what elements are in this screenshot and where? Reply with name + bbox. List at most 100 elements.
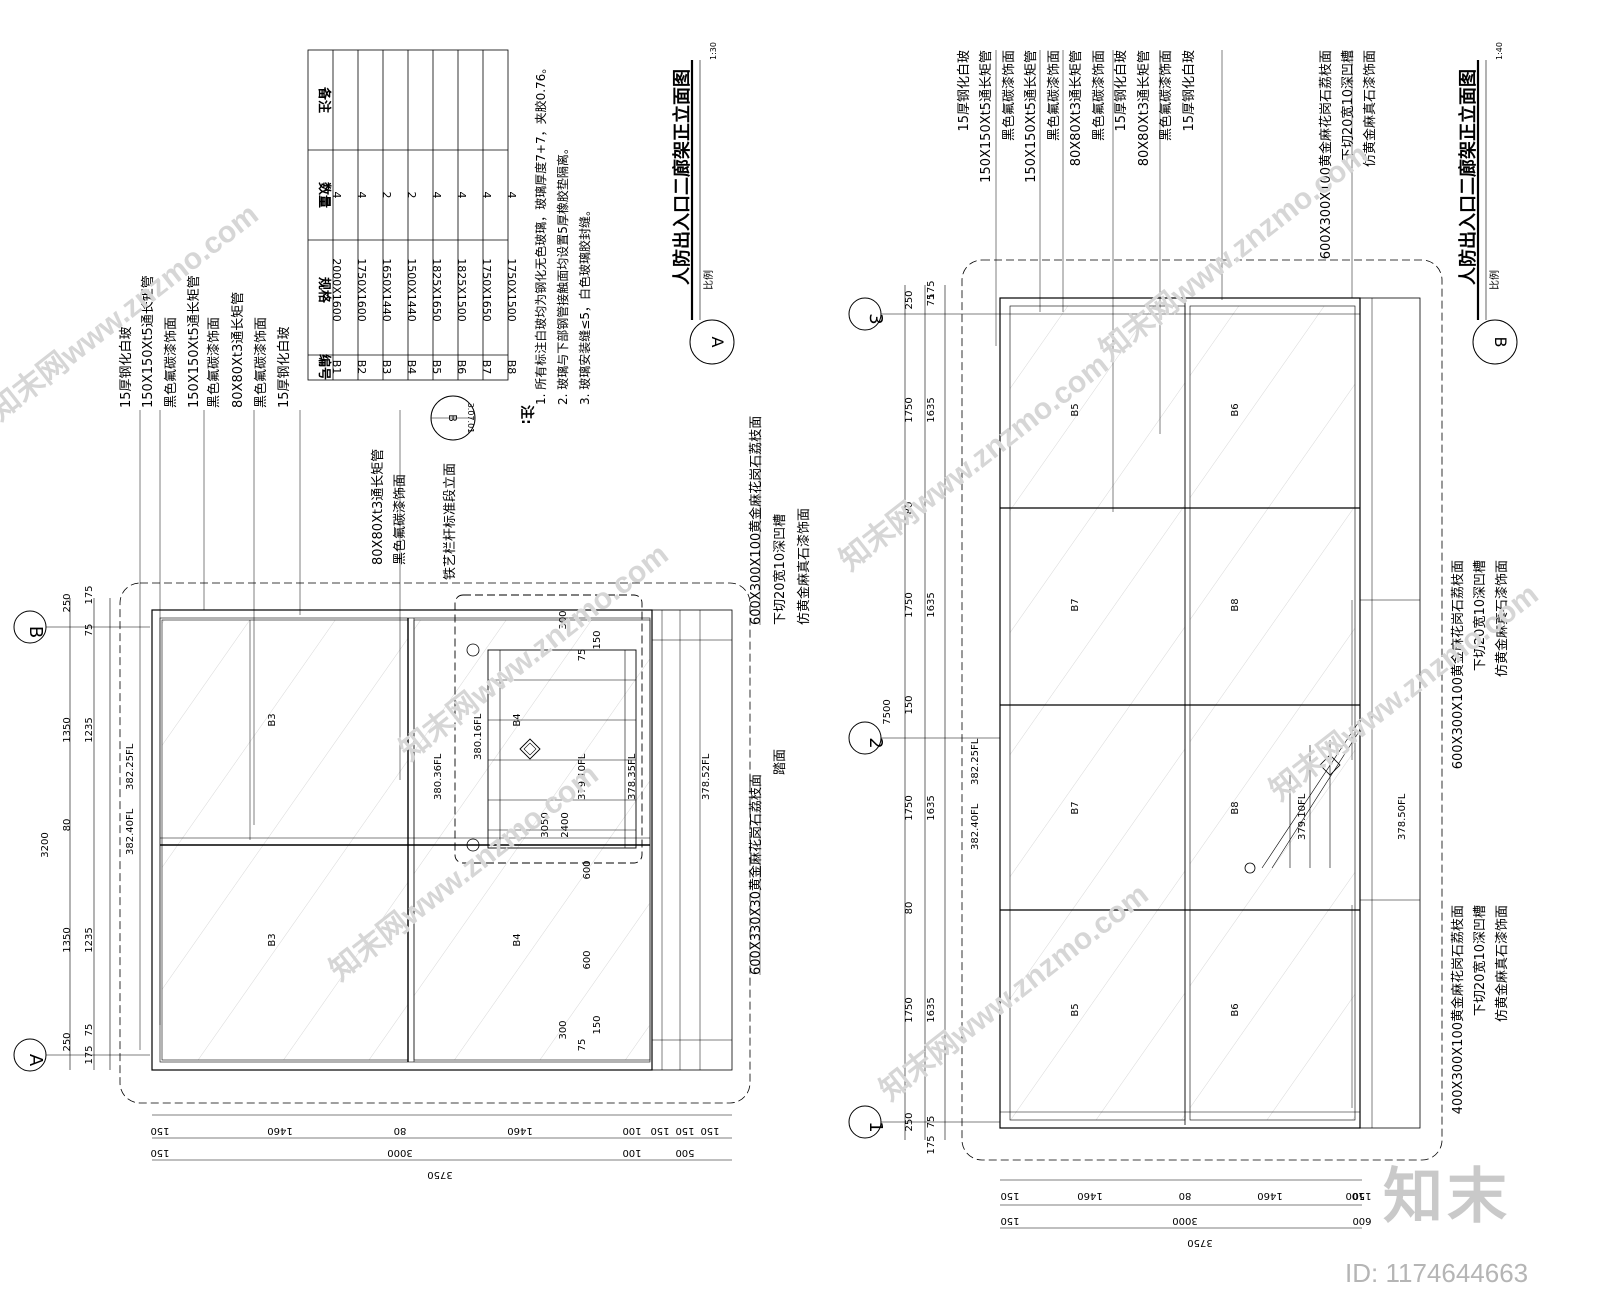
table-cell: 2000X1600 xyxy=(330,258,343,322)
dim-b-bottom1: 150 xyxy=(1000,1190,1019,1201)
dim-a-bottom1: 1460 xyxy=(267,1125,292,1136)
table-cell: B2 xyxy=(355,360,368,375)
table-cell: 1750X1650 xyxy=(480,258,493,322)
elevation-label-a: 382.40FL xyxy=(125,808,136,855)
drawing-b xyxy=(848,50,1518,1229)
material-label-a-right: 仿黄金麻真石漆饰面 xyxy=(796,508,812,625)
elevation-label-a: 379.10FL xyxy=(577,753,588,800)
panel-label-b: B7 xyxy=(1070,801,1081,814)
dim-b-bottom2: 600 xyxy=(1352,1215,1371,1226)
dim-b-bottom1: 150 xyxy=(1352,1190,1371,1201)
material-label-b: 15厚钢化白玻 xyxy=(956,50,972,132)
dim-b-row1: 1750 xyxy=(904,397,915,422)
dim-b-row1: 1750 xyxy=(904,592,915,617)
drawing-title-b: 人防出入口二廊架正立面图 xyxy=(1457,69,1479,285)
scale-value-a: 1:30 xyxy=(709,42,718,60)
dim-a-bottom2: 500 xyxy=(675,1147,694,1158)
table-header-cell: 数量 xyxy=(316,182,332,208)
elevation-label-b: 378.50FL xyxy=(1397,793,1408,840)
panel-label-a: B4 xyxy=(512,713,523,726)
panel-label-b: B5 xyxy=(1070,1003,1081,1016)
dim-a-bottom1: 100 xyxy=(622,1125,641,1136)
spec-table xyxy=(307,49,509,381)
drawing-b-boundary xyxy=(961,259,1443,1161)
axis-label-b-3: 3 xyxy=(865,313,886,324)
table-cell: 1650X1440 xyxy=(380,258,393,322)
material-label-a-right: 600X300X100黄金麻花岗石荔枝面 xyxy=(748,416,764,625)
panel-label-b: B7 xyxy=(1070,598,1081,611)
material-label-b-right-bot: 400X300X100黄金麻花岗石荔枝面 xyxy=(1450,905,1466,1114)
dim-b-bottom2: 150 xyxy=(1000,1215,1019,1226)
material-label-a: 黑色氟碳漆饰面 xyxy=(163,317,179,408)
title-badge-b: B xyxy=(1491,337,1510,348)
dim-b-bottom2: 3000 xyxy=(1172,1215,1197,1226)
panel-label-a: B4 xyxy=(512,933,523,946)
panel-label-b: B8 xyxy=(1230,801,1241,814)
material-label-a-right: 600X330X30黄金麻花岗石荔枝面 xyxy=(748,774,764,975)
drawing-a-boundary xyxy=(119,582,751,1104)
note-item: 3. 玻璃安装缝≤5，白色玻璃胶封缝。 xyxy=(577,204,592,405)
axis-label-b-1: 1 xyxy=(865,1121,886,1132)
dim-a-bottom2: 150 xyxy=(150,1147,169,1158)
panel-label-b: B5 xyxy=(1070,403,1081,416)
dim-b-row2: 1635 xyxy=(926,592,937,617)
panel-label-b: B6 xyxy=(1230,1003,1241,1016)
table-header-cell: 备注 xyxy=(316,86,332,113)
dim-b-row1: 1750 xyxy=(904,997,915,1022)
table-cell: 4 xyxy=(455,192,468,199)
dim-a-row1: 1350 xyxy=(62,717,73,742)
dim-a-bottom1: 80 xyxy=(394,1125,407,1136)
table-cell: 4 xyxy=(355,192,368,199)
dim-b-bottom1: 100 xyxy=(1345,1190,1364,1201)
table-cell: 1750X1600 xyxy=(355,258,368,322)
dim-b-row1: 80 xyxy=(904,902,915,915)
drawing-a-glass-zone-bot xyxy=(413,619,651,1061)
panel-label-a: B3 xyxy=(267,713,278,726)
table-cell: 1825X1500 xyxy=(455,258,468,322)
table-cell: B1 xyxy=(330,360,343,375)
table-cell: 1750X1500 xyxy=(505,258,518,322)
material-label-a: 黑色氟碳漆饰面 xyxy=(206,317,222,408)
note-item: 2. 玻璃与下部钢管接触面均设置5厚橡胶垫隔离。 xyxy=(555,142,570,405)
material-label-b-right-top: 600X300X100黄金麻花岗石荔枝面 xyxy=(1318,50,1334,259)
axis-label-b-2: 2 xyxy=(865,737,886,748)
table-cell: B5 xyxy=(430,360,443,375)
table-cell: 1500X1440 xyxy=(405,258,418,322)
material-label-b: 15厚钢化白玻 xyxy=(1181,50,1197,132)
elevation-label-a: 380.16FL xyxy=(473,713,484,760)
scale-label-a: 比例 xyxy=(702,270,715,290)
dim-b-row1: 1750 xyxy=(904,795,915,820)
material-label-a: 15厚钢化白玻 xyxy=(118,326,134,408)
table-cell: B8 xyxy=(505,360,518,375)
dim-b-bottom1: 80 xyxy=(1179,1190,1192,1201)
dim-a-inner: 75 xyxy=(577,649,588,662)
material-label-a-mid: 黑色氟碳漆饰面 xyxy=(392,474,408,565)
dim-a-bottom2: 3000 xyxy=(387,1147,412,1158)
watermark-logo: 知末 xyxy=(1383,1163,1511,1230)
material-label-b: 150X150Xt5通长矩管 xyxy=(979,50,994,183)
elevation-label-a: 380.36FL xyxy=(433,753,444,800)
panel-label-b: B8 xyxy=(1230,598,1241,611)
material-label-b: 黑色氟碳漆饰面 xyxy=(1001,50,1017,141)
panel-label-b: B6 xyxy=(1230,403,1241,416)
callout-ref-bottom: 3.07.01 xyxy=(466,403,475,434)
table-cell: 4 xyxy=(505,192,518,199)
material-label-a-mid: 80X80Xt3通长矩管 xyxy=(371,449,386,565)
dim-b-row1: 80 xyxy=(904,502,915,515)
drawing-a xyxy=(13,60,761,1161)
elevation-label-b: 382.25FL xyxy=(970,738,981,785)
dim-a-row2: 1235 xyxy=(84,717,95,742)
table-cell: 4 xyxy=(480,192,493,199)
material-label-a: 80X80Xt3通长矩管 xyxy=(231,292,246,408)
dim-b-row2: 175 xyxy=(926,1135,937,1154)
material-label-b: 黑色氟碳漆饰面 xyxy=(1158,50,1174,141)
table-cell: 2 xyxy=(405,192,418,199)
dim-a-bottom2: 100 xyxy=(622,1147,641,1158)
railing-callout-box xyxy=(454,594,643,864)
dim-a-row2: 75 xyxy=(84,1024,95,1037)
dim-a-inner: 300 xyxy=(558,610,569,629)
scale-label-b: 比例 xyxy=(1488,270,1501,290)
material-label-b: 80X80Xt3通长矩管 xyxy=(1137,50,1152,166)
table-cell: 4 xyxy=(430,192,443,199)
table-cell: B3 xyxy=(380,360,393,375)
